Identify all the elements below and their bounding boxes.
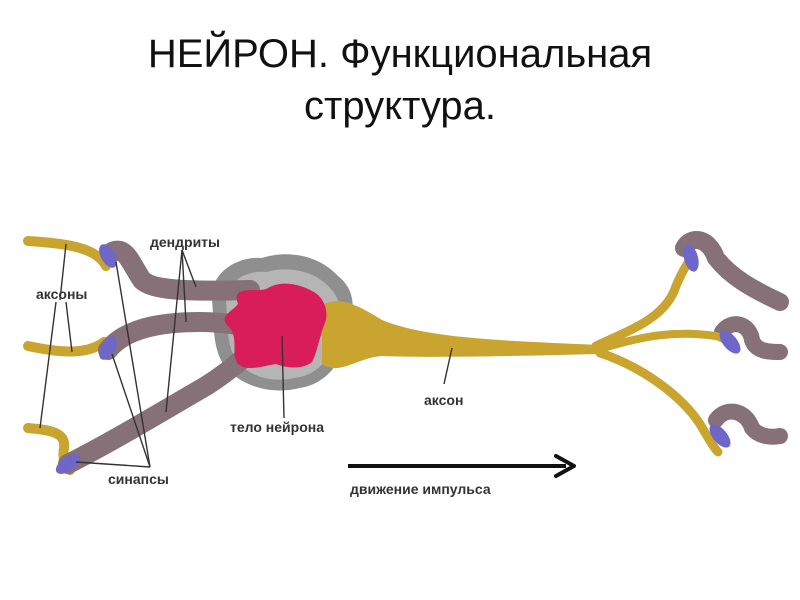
dendrite-bottom bbox=[58, 346, 256, 474]
main-axon bbox=[322, 301, 600, 369]
page-title: НЕЙРОН. Функциональная структура. bbox=[0, 28, 800, 132]
next-dendrite-top bbox=[675, 231, 789, 311]
axon-middle-left bbox=[23, 337, 109, 357]
axon-top-left bbox=[23, 236, 111, 271]
label-neuron-body: тело нейрона bbox=[230, 419, 324, 435]
impulse-arrow-head bbox=[554, 454, 576, 478]
title-line-1: НЕЙРОН. Функциональная bbox=[147, 32, 653, 76]
dendrite-top bbox=[102, 240, 260, 301]
label-axons: аксоны bbox=[36, 286, 87, 302]
nucleus bbox=[224, 283, 327, 369]
title-line-2: структура. bbox=[304, 84, 496, 128]
synapse-top-right bbox=[683, 244, 699, 272]
label-synapses: синапсы bbox=[108, 471, 169, 487]
synapse-top-left bbox=[99, 244, 117, 268]
label-impulse-direction: движение импульса bbox=[350, 481, 491, 497]
axon-branch-bottom bbox=[595, 348, 723, 457]
synapse-bottom-left bbox=[55, 454, 81, 474]
leader-lines bbox=[39, 243, 453, 468]
next-dendrite-bottom bbox=[708, 403, 788, 445]
label-dendrites: дендриты bbox=[150, 234, 220, 250]
synapse-middle-right bbox=[719, 330, 741, 354]
synapse-bottom-right bbox=[709, 424, 731, 448]
next-dendrite-middle bbox=[714, 316, 788, 360]
label-axon: аксон bbox=[424, 392, 463, 408]
